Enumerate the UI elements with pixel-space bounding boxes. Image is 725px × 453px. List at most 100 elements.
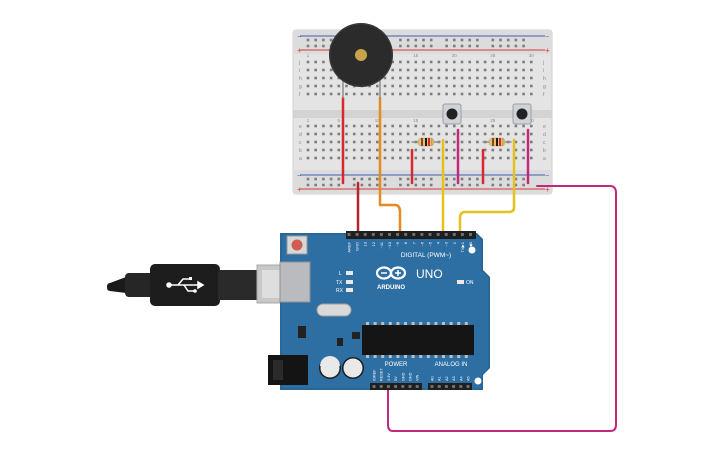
atmega-chip [362,322,474,358]
rail-hole [314,177,317,181]
resistor-2[interactable] [488,137,506,147]
rail-hole [522,44,525,48]
header-pin[interactable] [444,233,448,236]
breadboard-hole [514,84,518,88]
rail-hole [314,183,317,187]
header-pin[interactable] [460,233,464,236]
breadboard-hole [468,76,471,80]
wire-yellow-2[interactable] [458,138,516,234]
breadboard-hole [445,148,448,152]
header-pin[interactable] [404,233,408,236]
breadboard-hole [514,124,518,128]
header-pin[interactable] [363,233,367,236]
breadboard-hole [445,60,448,64]
breadboard-hole [499,68,502,72]
rail-hole [476,183,479,187]
breadboard-hole [453,84,456,88]
resistor-1[interactable] [417,137,435,147]
header-pin[interactable] [428,233,432,236]
analog-pin[interactable] [466,385,470,388]
breadboard-hole [306,132,310,136]
rail-hole [491,183,495,187]
analog-pin[interactable] [444,385,448,388]
rail-hole [376,183,379,187]
breadboard-hole [329,68,333,72]
breadboard-hole [376,140,379,144]
header-pin-label: RX◀0 [468,241,473,253]
breadboard-hole [399,124,402,128]
power-pin[interactable] [386,385,390,388]
digital-header [346,231,476,239]
breadboard-hole [406,124,410,128]
breadboard-hole [306,124,310,128]
header-pin[interactable] [355,233,359,236]
reset-button[interactable] [286,235,308,255]
header-pin[interactable] [396,233,400,236]
rail-hole [306,44,310,48]
row-letter: c [543,140,546,146]
chip-pin [404,322,407,325]
breadboard-hole [383,76,387,80]
header-pin[interactable] [469,233,472,236]
header-pin[interactable] [436,233,440,236]
header-pin[interactable] [379,233,383,236]
breadboard-hole [414,132,418,136]
breadboard-hole [476,148,479,152]
analog-pin-label: A3 [452,376,456,381]
breadboard-hole [468,156,471,160]
rail-hole [453,44,456,48]
breadboard-hole [506,132,510,136]
power-pin[interactable] [372,385,376,388]
header-pin[interactable] [388,233,391,236]
breadboard-hole [314,84,317,88]
header-pin[interactable] [347,233,351,236]
breadboard-center-channel [293,110,552,118]
breadboard-hole [399,92,402,96]
header-pin[interactable] [420,233,424,236]
breadboard-hole [437,92,441,96]
power-pin[interactable] [379,385,383,388]
breadboard-hole [453,68,456,72]
breadboard-hole [314,148,317,152]
breadboard-hole [453,148,456,152]
analog-pin[interactable] [437,385,441,388]
analog-pin[interactable] [459,385,463,388]
breadboard-hole [445,92,448,96]
rail-hole [491,44,495,48]
breadboard-hole [306,92,310,96]
breadboard-hole [376,148,379,152]
pushbutton-1[interactable] [442,103,462,125]
header-pin[interactable] [371,233,375,236]
power-pin[interactable] [394,385,398,388]
wire-magenta-5v[interactable] [387,185,617,432]
breadboard-hole [522,140,525,144]
breadboard-hole [322,156,325,160]
chip-pin [411,322,415,325]
rail-hole [329,38,333,42]
rail-hole [322,44,325,48]
breadboard-hole [522,92,525,96]
rail-hole [322,38,325,42]
header-pin[interactable] [412,233,416,236]
breadboard-hole [445,124,448,128]
breadboard-hole [476,84,479,88]
pushbutton-2[interactable] [512,103,532,125]
analog-pin[interactable] [452,385,456,388]
analog-pin[interactable] [430,385,434,388]
breadboard-hole [406,84,410,88]
rail-hole [476,38,479,42]
column-label: 15 [413,53,419,58]
power-pin[interactable] [415,385,419,388]
power-pin[interactable] [401,385,405,388]
rail-minus-label-bottom-left: − [297,173,301,180]
header-pin[interactable] [452,233,456,236]
breadboard-hole [445,156,448,160]
power-pin[interactable] [408,385,412,388]
breadboard-hole [337,124,341,128]
wire-orange-buzzer[interactable] [378,96,402,234]
piezo-buzzer[interactable] [329,23,393,87]
breadboard-hole [314,76,317,80]
rail-hole [337,177,341,181]
breadboard-hole [506,60,510,64]
